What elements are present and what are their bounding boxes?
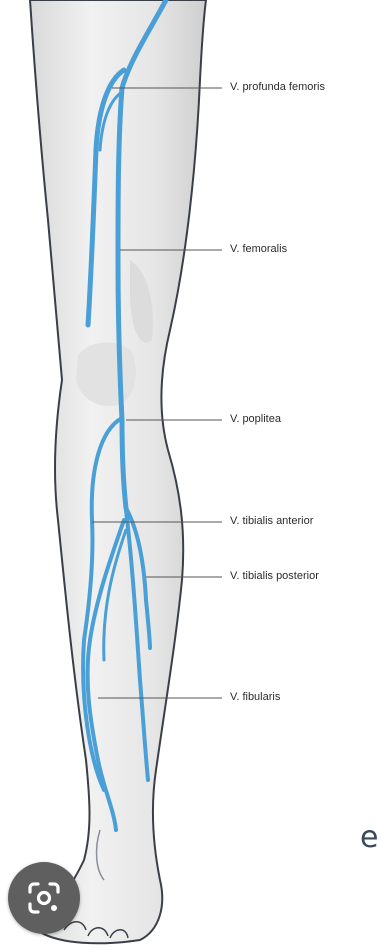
label-profunda-femoris: V. profunda femoris xyxy=(230,81,325,93)
label-poplitea: V. poplitea xyxy=(230,413,281,425)
label-femoralis: V. femoralis xyxy=(230,243,287,255)
google-lens-button[interactable] xyxy=(8,862,80,934)
google-lens-icon xyxy=(24,878,64,918)
label-fibularis: V. fibularis xyxy=(230,691,280,703)
label-tibialis-posterior: V. tibialis posterior xyxy=(230,570,319,582)
edge-glyph: e xyxy=(360,820,378,855)
label-tibialis-anterior: V. tibialis anterior xyxy=(230,515,313,527)
